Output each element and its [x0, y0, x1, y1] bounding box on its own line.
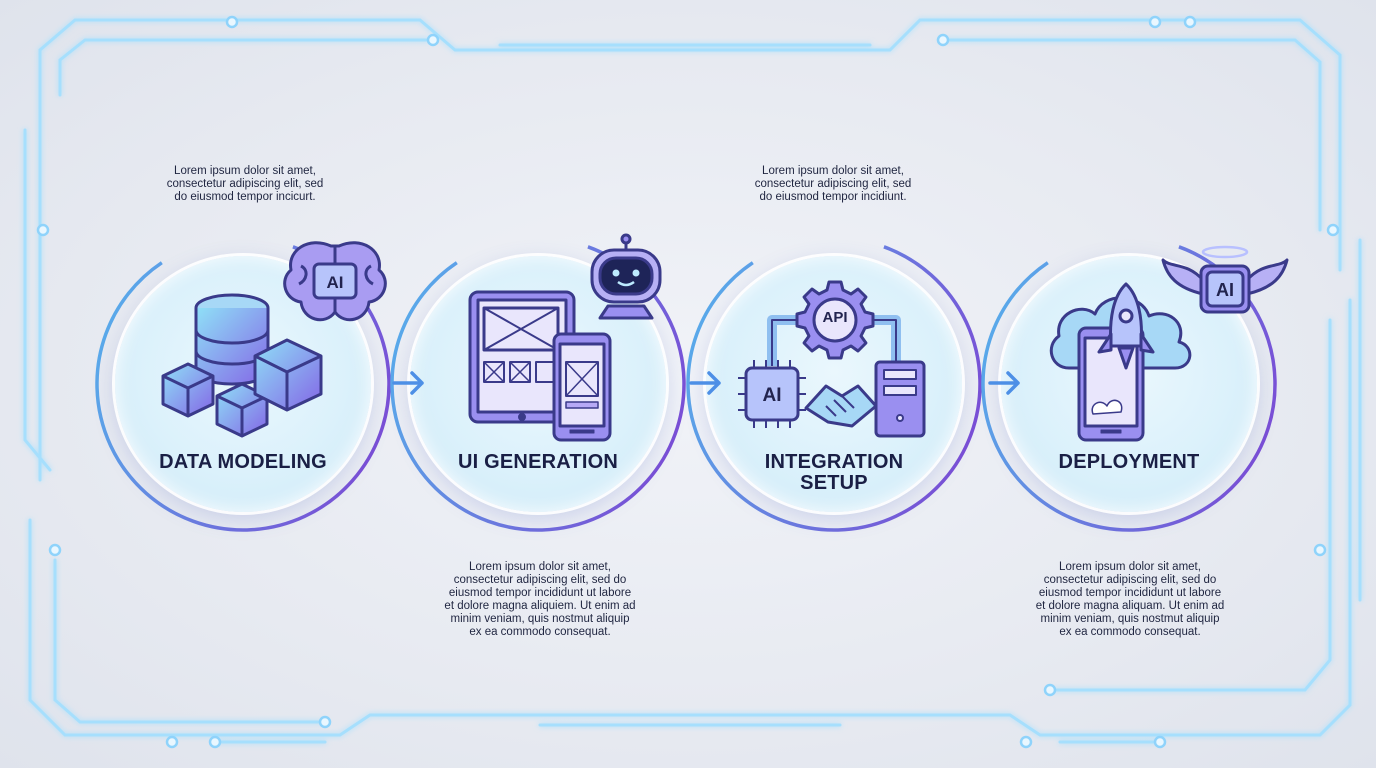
stage-ring — [95, 236, 391, 532]
stage-integration-setup: API AI INTEGRATION SETUP — [686, 236, 982, 532]
stage-ui-generation: UI GENERATION — [390, 233, 686, 532]
arrow-right-icon — [392, 371, 424, 395]
arrow-right-icon — [689, 371, 721, 395]
api-badge-label: API — [822, 309, 847, 326]
integration-setup-description: Lorem ipsum dolor sit amet, consectetur … — [754, 165, 912, 203]
stage-ring — [981, 236, 1277, 532]
stage-deployment: AI DEPLOYMENT — [981, 236, 1289, 532]
api-gear-handshake-server-icon: API AI — [738, 280, 926, 438]
arrow-right-icon — [988, 371, 1020, 395]
ai-badge-label: AI — [327, 273, 344, 292]
cloud-rocket-phone-winged-ai-icon: AI — [1049, 245, 1289, 442]
ui-generation-description: Lorem ipsum dolor sit amet, consectetur … — [444, 561, 636, 638]
stage-title: UI GENERATION — [457, 451, 618, 473]
stage-data-modeling: AI DATA MODELING — [95, 236, 391, 532]
tablet-phone-robot-icon — [468, 233, 662, 442]
stage-ring — [686, 236, 982, 532]
ai-chip-label: AI — [763, 385, 782, 406]
stage-ring — [390, 236, 686, 532]
stage-title: DEPLOYMENT — [1058, 451, 1200, 473]
deployment-description: Lorem ipsum dolor sit amet, consectetur … — [1035, 561, 1225, 638]
data-modeling-description: Lorem ipsum dolor sit amet, consectetur … — [166, 165, 324, 203]
stage-title: DATA MODELING — [159, 451, 327, 473]
stage-title: INTEGRATION SETUP — [764, 451, 904, 494]
ai-badge-label: AI — [1216, 280, 1234, 300]
database-cubes-ai-brain-icon: AI — [161, 241, 387, 438]
